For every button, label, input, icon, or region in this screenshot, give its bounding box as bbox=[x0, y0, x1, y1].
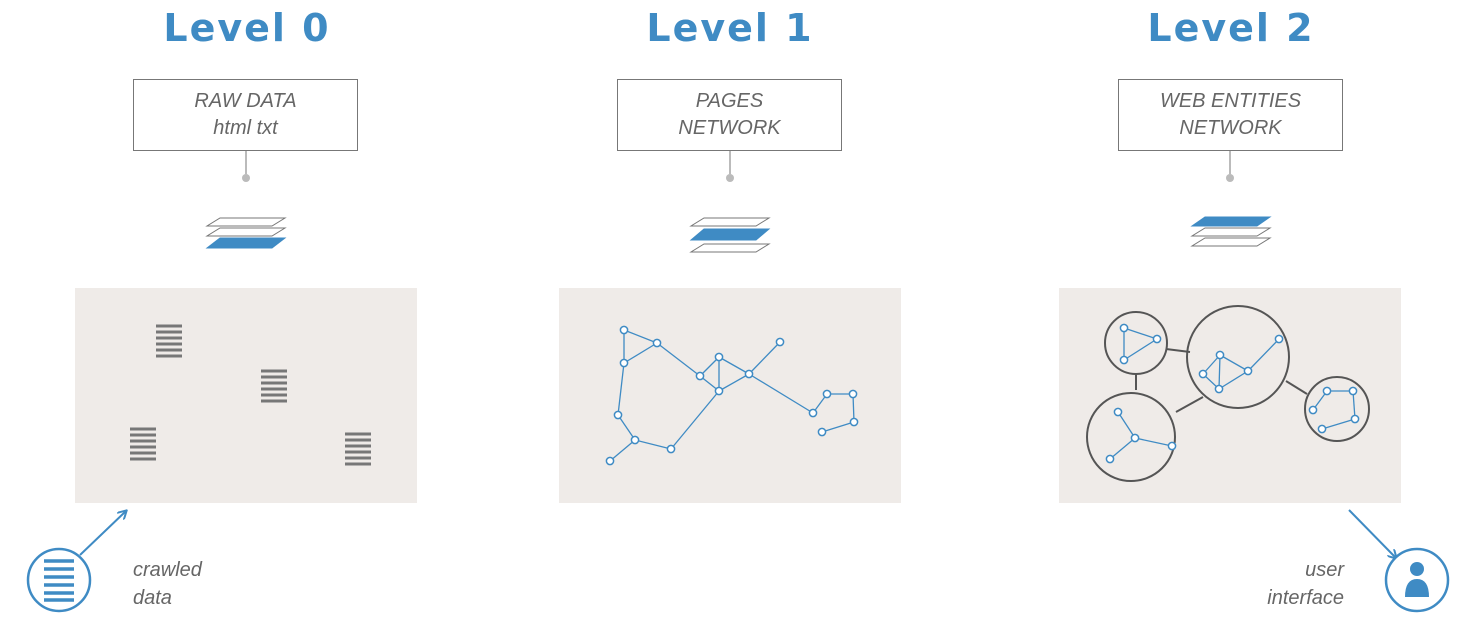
output-arrow bbox=[1348, 509, 1396, 558]
document-icon bbox=[130, 427, 156, 461]
level-2-title: Level 2 bbox=[1147, 6, 1315, 50]
pages-network-box-line-1: PAGES bbox=[695, 90, 764, 112]
connector-level-1 bbox=[726, 151, 734, 182]
level-0-title: Level 0 bbox=[163, 6, 331, 50]
pages-network-graph bbox=[609, 329, 855, 462]
raw-data-box: RAW DATA html txt bbox=[133, 79, 358, 151]
pages-network-nodes bbox=[605, 325, 859, 466]
web-entities-inner-nodes bbox=[1105, 323, 1360, 464]
input-label-line-2: data bbox=[133, 587, 172, 609]
pages-network-box: PAGES NETWORK bbox=[617, 79, 842, 151]
raw-data-box-line-2: html txt bbox=[213, 117, 278, 139]
raw-data-box-line-1: RAW DATA bbox=[194, 90, 297, 112]
web-entity-circle bbox=[1186, 305, 1290, 409]
layers-icon-level-0 bbox=[205, 217, 287, 249]
input-label-line-1: crawled bbox=[133, 559, 202, 581]
web-entities-box-line-2: NETWORK bbox=[1179, 117, 1282, 139]
pages-network-box-line-2: NETWORK bbox=[678, 117, 781, 139]
web-entity-circle bbox=[1086, 392, 1176, 482]
document-icon bbox=[156, 324, 182, 358]
level-1-panel bbox=[559, 288, 901, 503]
connector-level-2 bbox=[1226, 151, 1234, 182]
output-label: user interface bbox=[1200, 556, 1344, 612]
output-label-line-2: interface bbox=[1267, 587, 1344, 609]
web-entities-box-line-1: WEB ENTITIES bbox=[1159, 90, 1302, 112]
output-label-line-1: user bbox=[1305, 559, 1344, 581]
document-icon bbox=[345, 432, 371, 466]
connector-level-0 bbox=[242, 151, 250, 182]
level-0-panel bbox=[75, 288, 417, 503]
web-entities-network-box: WEB ENTITIES NETWORK bbox=[1118, 79, 1343, 151]
web-entity-circle bbox=[1304, 376, 1370, 442]
document-icon bbox=[261, 369, 287, 403]
web-entities-circles bbox=[1086, 305, 1370, 482]
user-icon bbox=[1384, 547, 1450, 613]
web-entities-inner-edges bbox=[1109, 327, 1356, 460]
layers-icon-level-2 bbox=[1190, 216, 1272, 247]
crawled-data-icon bbox=[26, 547, 92, 613]
layers-icon-level-1 bbox=[689, 217, 771, 253]
web-entities-links bbox=[1135, 348, 1308, 413]
input-arrow bbox=[79, 511, 126, 556]
level-1-title: Level 1 bbox=[646, 6, 814, 50]
input-label: crawled data bbox=[133, 556, 202, 612]
web-entity-circle bbox=[1104, 311, 1168, 375]
